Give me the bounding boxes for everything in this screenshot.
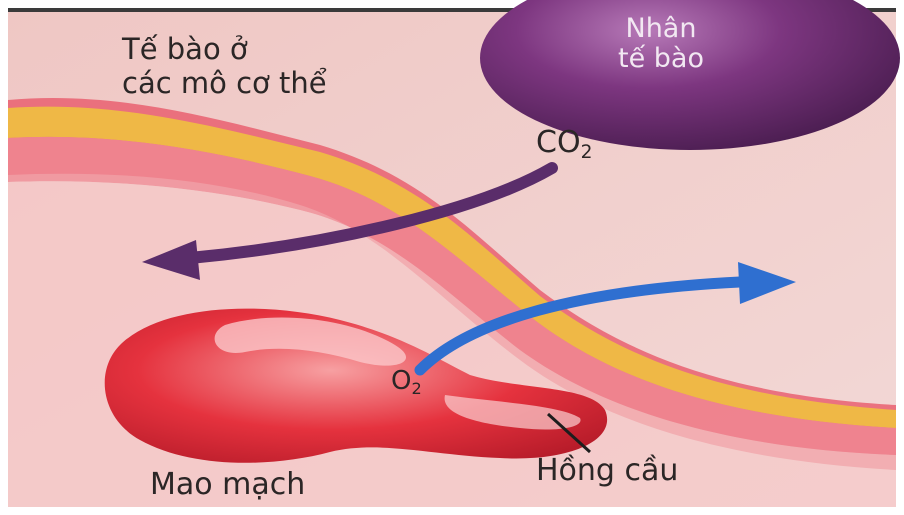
tissue-cells-label-line1: Tế bào ở: [122, 32, 327, 66]
nucleus-label: Nhân tế bào: [618, 14, 704, 74]
red-blood-cell-label: Hồng cầu: [536, 456, 678, 486]
co2-label-subscript: 2: [581, 142, 593, 163]
co2-label: CO2: [536, 128, 592, 163]
capillary-label: Mao mạch: [150, 470, 305, 500]
o2-label-subscript: 2: [411, 379, 421, 398]
tissue-cells-label-line2: các mô cơ thể: [122, 66, 327, 100]
o2-label: O2: [391, 368, 422, 397]
tissue-cells-label: Tế bào ở các mô cơ thể: [122, 32, 327, 100]
nucleus-label-line2: tế bào: [618, 44, 704, 74]
o2-label-base: O: [391, 366, 411, 396]
co2-label-base: CO: [536, 125, 581, 160]
nucleus-label-line1: Nhân: [618, 14, 704, 44]
